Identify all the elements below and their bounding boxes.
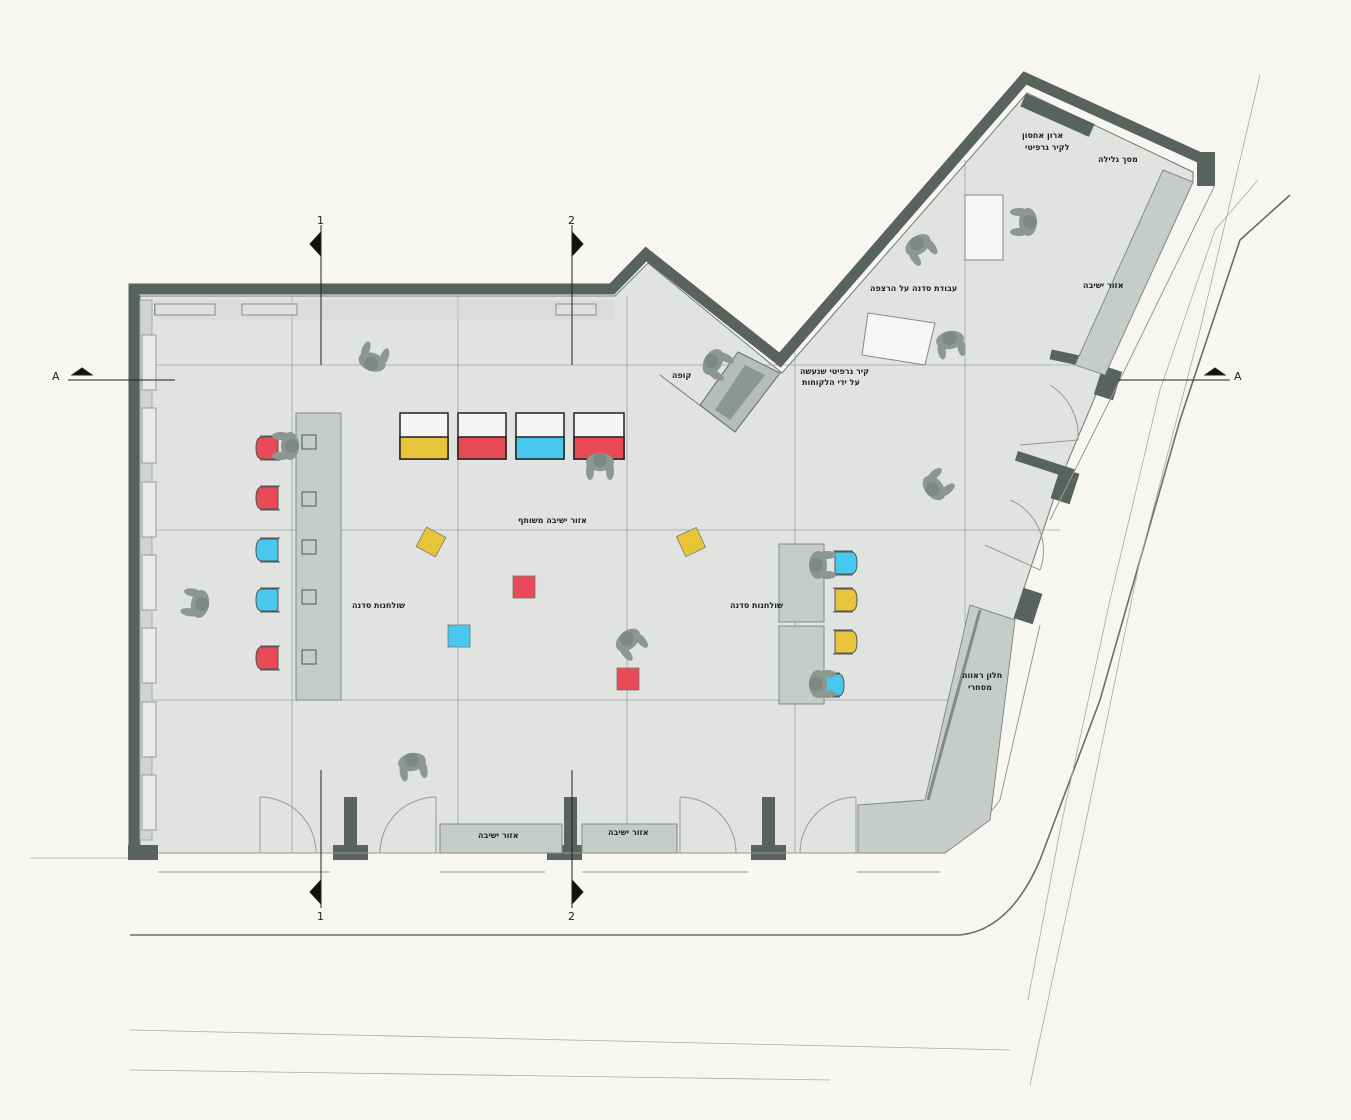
section-marker-1-bottom: 1 <box>317 910 324 923</box>
window-frames <box>128 152 1215 860</box>
label-seating-right: אזור ישיבה <box>1083 281 1124 290</box>
stools <box>415 526 707 691</box>
label-display-window: חלון ראווה <box>962 671 1002 680</box>
label-workshop-tables-left: שולחנות סדנה <box>352 601 405 610</box>
street-lines <box>30 74 1291 1086</box>
section-marker-a-right: A <box>1234 370 1242 383</box>
label-storage: ארון אחסון <box>1022 131 1063 140</box>
left-wall-panels <box>141 334 157 831</box>
label-graffiti-wall: קיר גרפיטי שנעשה <box>800 367 869 376</box>
section-marker-1-top: 1 <box>317 214 324 227</box>
section-marker-2-bottom: 2 <box>568 910 575 923</box>
door-swings <box>259 384 1079 854</box>
label-rolling-screen: מסך גלילה <box>1098 155 1138 164</box>
label-seating-bottom-2: אזור ישיבה <box>608 828 649 837</box>
workshop-table-left <box>295 412 342 701</box>
label-seating-bottom-1: אזור ישיבה <box>478 831 519 840</box>
label-workshop-tables-right: שולחנות סדנה <box>730 601 783 610</box>
floor-grid <box>140 160 1110 853</box>
walls <box>128 71 1208 860</box>
label-graffiti-wall-sub: על ידי הלקוחות <box>802 378 860 387</box>
section-marker-2-top: 2 <box>568 214 575 227</box>
label-floor-workshop: עבודת סדנה על הרצפה <box>870 284 957 293</box>
top-cabinets <box>154 300 615 320</box>
storage-cabinet <box>1020 93 1095 137</box>
label-display-window-sub: מסחרי <box>968 683 992 692</box>
section-marker-a-left: A <box>52 370 60 383</box>
section-lines <box>68 225 1230 908</box>
label-shared-seating: אזור ישיבה משותף <box>518 516 587 525</box>
floor-workshop-mats <box>861 194 1004 366</box>
label-cashier: קופה <box>672 371 692 380</box>
seating-area-right <box>1074 169 1194 376</box>
colored-display-units <box>399 412 625 460</box>
bottom-benches <box>439 823 678 854</box>
display-window-area <box>857 604 1016 854</box>
label-storage-sub: לקיר גרפיטי <box>1025 143 1070 152</box>
